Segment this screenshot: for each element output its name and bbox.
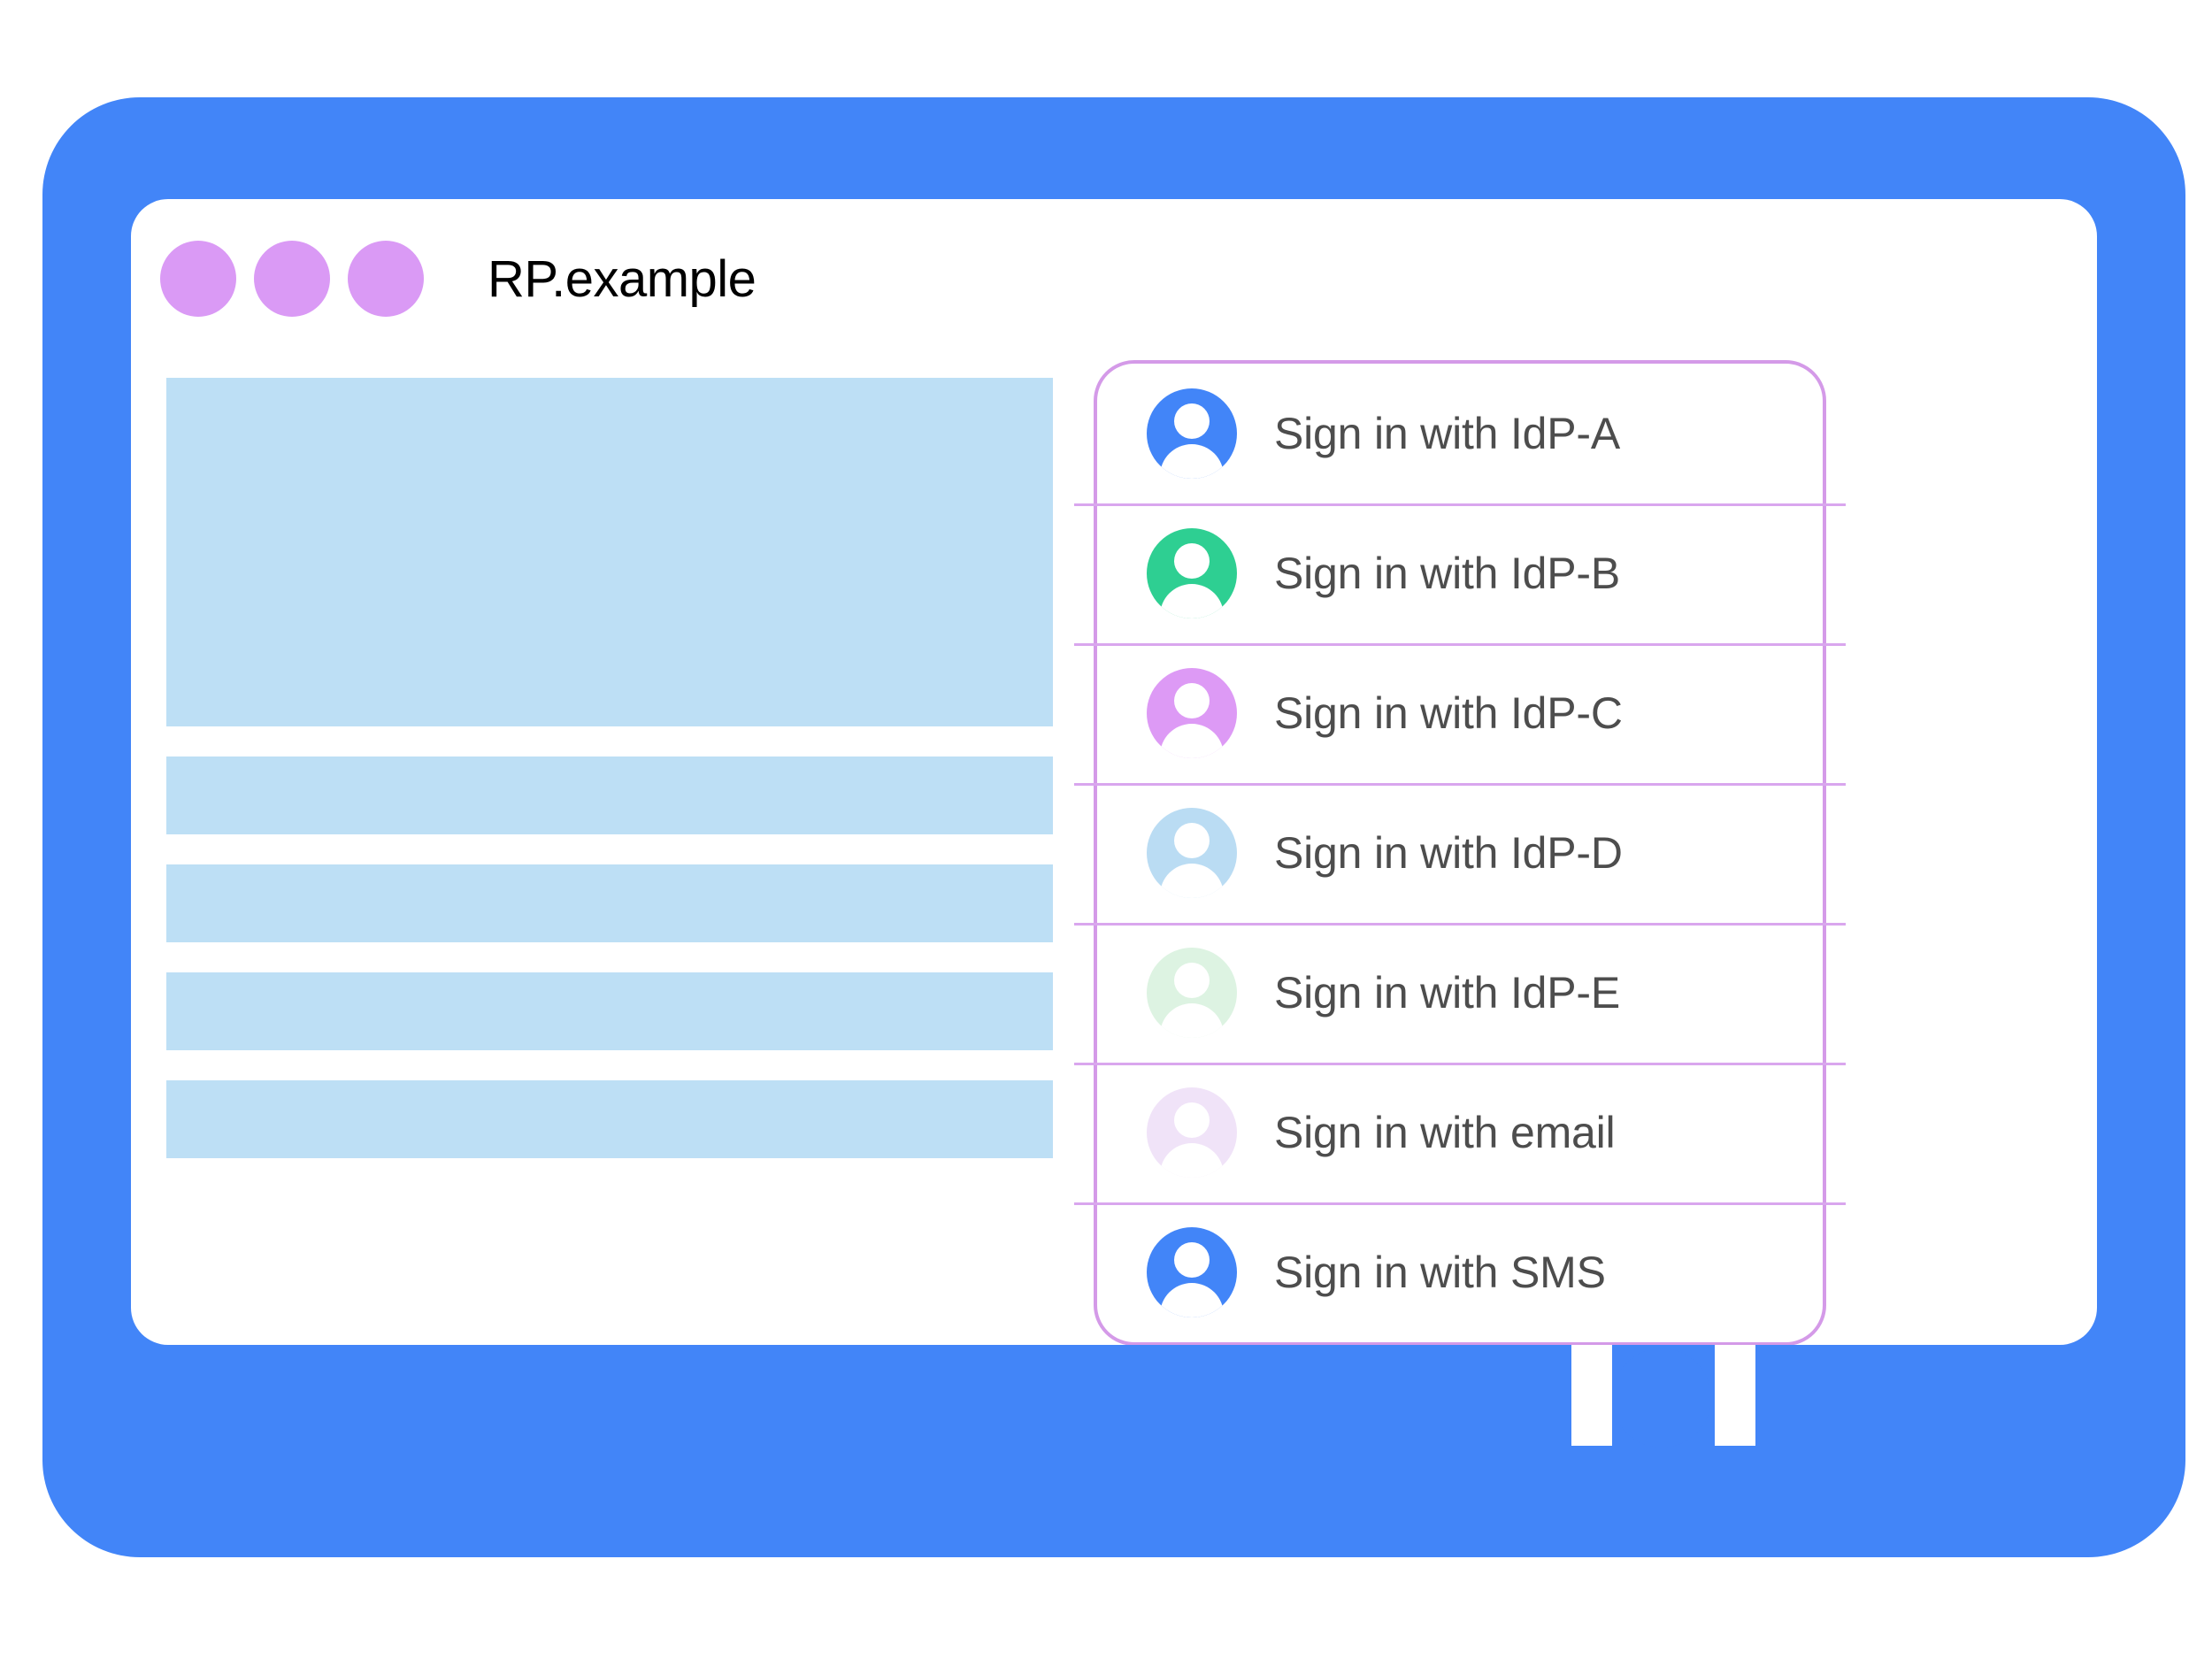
bottom-bar-gap-right <box>1715 1340 1755 1446</box>
identity-provider-chooser-panel: Sign in with IdP-A Sign in with IdP-B Si… <box>1074 360 1846 1345</box>
content-placeholder-column <box>166 378 1053 1188</box>
identity-provider-list: Sign in with IdP-A Sign in with IdP-B Si… <box>1074 364 1846 1342</box>
window-dot-minimize-icon[interactable] <box>254 241 330 317</box>
account-avatar-icon <box>1147 808 1237 898</box>
content-placeholder-hero <box>166 378 1053 726</box>
device-frame: RP.example Sign in with IdP-A <box>42 97 2185 1557</box>
page-title: RP.example <box>488 250 757 308</box>
account-avatar-icon <box>1147 388 1237 479</box>
browser-viewport: RP.example Sign in with IdP-A <box>131 199 2097 1345</box>
sign-in-option-label: Sign in with SMS <box>1274 1248 1606 1297</box>
sign-in-option-label: Sign in with IdP-A <box>1274 409 1621 458</box>
sign-in-option-label: Sign in with IdP-D <box>1274 828 1623 878</box>
content-placeholder-line <box>166 864 1053 942</box>
content-placeholder-line <box>166 972 1053 1050</box>
sign-in-option-idp-d[interactable]: Sign in with IdP-D <box>1074 783 1846 923</box>
browser-title-bar: RP.example <box>131 199 2097 358</box>
sign-in-option-idp-c[interactable]: Sign in with IdP-C <box>1074 643 1846 783</box>
sign-in-option-label: Sign in with email <box>1274 1108 1616 1157</box>
account-avatar-icon <box>1147 1087 1237 1178</box>
sign-in-option-idp-e[interactable]: Sign in with IdP-E <box>1074 923 1846 1063</box>
account-avatar-icon <box>1147 528 1237 618</box>
content-placeholder-line <box>166 1080 1053 1158</box>
bottom-bar-gap-left <box>1571 1340 1612 1446</box>
sign-in-option-idp-a[interactable]: Sign in with IdP-A <box>1097 364 1823 503</box>
account-avatar-icon <box>1147 1227 1237 1317</box>
account-avatar-icon <box>1147 668 1237 758</box>
sign-in-option-label: Sign in with IdP-E <box>1274 968 1621 1018</box>
home-button[interactable] <box>1612 1348 1711 1448</box>
window-dot-close-icon[interactable] <box>160 241 236 317</box>
content-placeholder-line <box>166 757 1053 834</box>
window-dot-maximize-icon[interactable] <box>348 241 424 317</box>
sign-in-option-idp-b[interactable]: Sign in with IdP-B <box>1074 503 1846 643</box>
sign-in-option-label: Sign in with IdP-B <box>1274 549 1621 598</box>
sign-in-option-sms[interactable]: Sign in with SMS <box>1074 1202 1846 1342</box>
account-avatar-icon <box>1147 948 1237 1038</box>
page-body: Sign in with IdP-A Sign in with IdP-B Si… <box>131 358 2097 1345</box>
sign-in-option-email[interactable]: Sign in with email <box>1074 1063 1846 1202</box>
sign-in-option-label: Sign in with IdP-C <box>1274 688 1623 738</box>
